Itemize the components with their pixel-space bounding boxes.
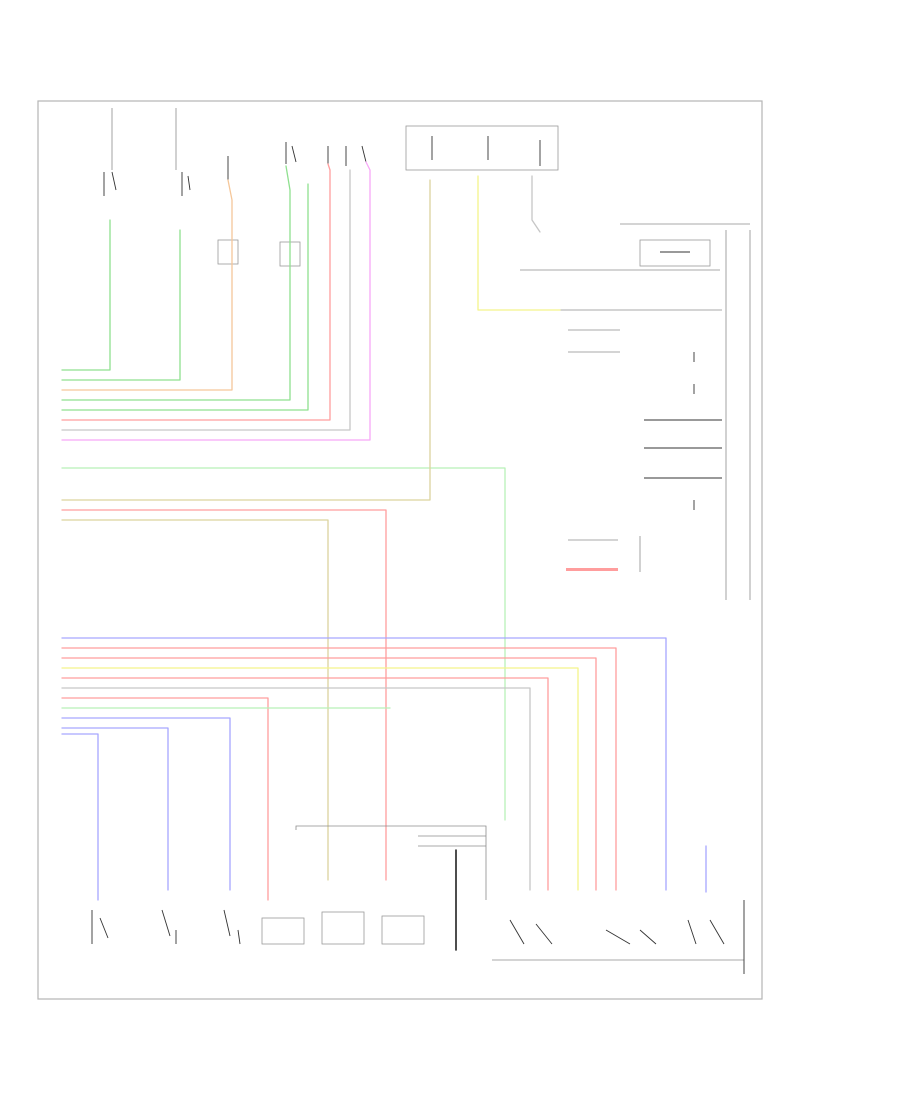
fuse-box — [405, 125, 559, 171]
top-left-switch-1 — [103, 108, 117, 196]
actuator-6 — [381, 915, 425, 945]
relay-right — [520, 223, 750, 271]
actuator-1 — [91, 910, 109, 944]
actuator-2 — [161, 909, 177, 944]
actuator-5 — [321, 911, 365, 945]
connector-group-top — [285, 142, 367, 166]
sensor-mid-left — [217, 156, 239, 265]
actuator-3 — [223, 909, 241, 945]
actuator-4 — [261, 917, 305, 945]
diagram-frame — [37, 100, 763, 1000]
actuator-8 — [295, 825, 745, 974]
top-left-switch-2 — [175, 108, 191, 196]
lower-harness-wires — [61, 637, 667, 901]
pin-block-right — [560, 230, 751, 600]
middle-harness-wires — [61, 175, 561, 881]
upper-harness-wires — [61, 161, 371, 441]
